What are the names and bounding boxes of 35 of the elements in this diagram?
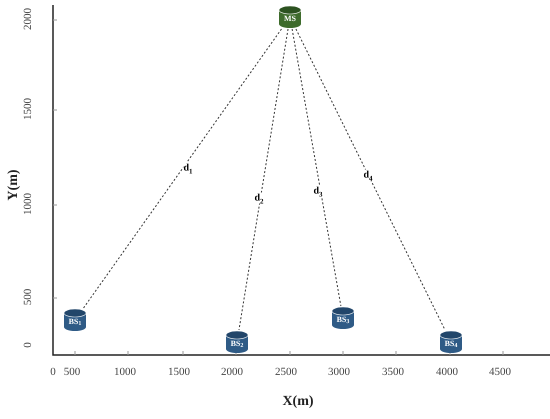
- tick-label: 0: [50, 366, 56, 378]
- tick-label: 1000: [114, 366, 136, 378]
- tick-label: 3500: [382, 366, 404, 378]
- cylinder-node: [278, 5, 302, 29]
- node-label: BS$_{1}$: [68, 317, 82, 327]
- cylinder-node: [331, 306, 355, 330]
- cylinder-node: [63, 308, 87, 332]
- axis-title: X(m): [282, 394, 314, 410]
- node-label: MS: [283, 14, 297, 24]
- tick-label: 2500: [275, 366, 297, 378]
- tick-label: 1500: [22, 97, 34, 122]
- tick-label: 500: [64, 366, 80, 378]
- cylinder-node: [225, 330, 249, 354]
- node-label: BS$_{3}$: [336, 315, 350, 325]
- dashed-link: [295, 28, 446, 330]
- dashed-link: [83, 28, 282, 308]
- tick-label: 1000: [22, 192, 34, 217]
- dashed-link: [292, 28, 342, 306]
- edge-label: d$_{1}$: [183, 162, 193, 174]
- dashed-link: [238, 28, 289, 330]
- tick-label: 1500: [168, 366, 190, 378]
- tick-label: 4000: [436, 366, 458, 378]
- tick-label: 500: [22, 288, 34, 308]
- tick-label: 2000: [221, 366, 243, 378]
- tick-label: 4500: [489, 366, 511, 378]
- axis-title: Y(m): [6, 168, 22, 203]
- edge-label: d$_{3}$: [313, 186, 323, 196]
- node-label: BS$_{4}$: [444, 339, 458, 349]
- tick-label: 3000: [328, 366, 350, 378]
- node-label: BS$_{2}$: [230, 339, 244, 349]
- edge-label: d$_{2}$: [254, 192, 264, 204]
- cylinder-node: [439, 330, 463, 354]
- tick-label: 2000: [22, 7, 34, 32]
- edge-label: d$_{4}$: [363, 170, 373, 180]
- tick-label: 0: [22, 341, 34, 350]
